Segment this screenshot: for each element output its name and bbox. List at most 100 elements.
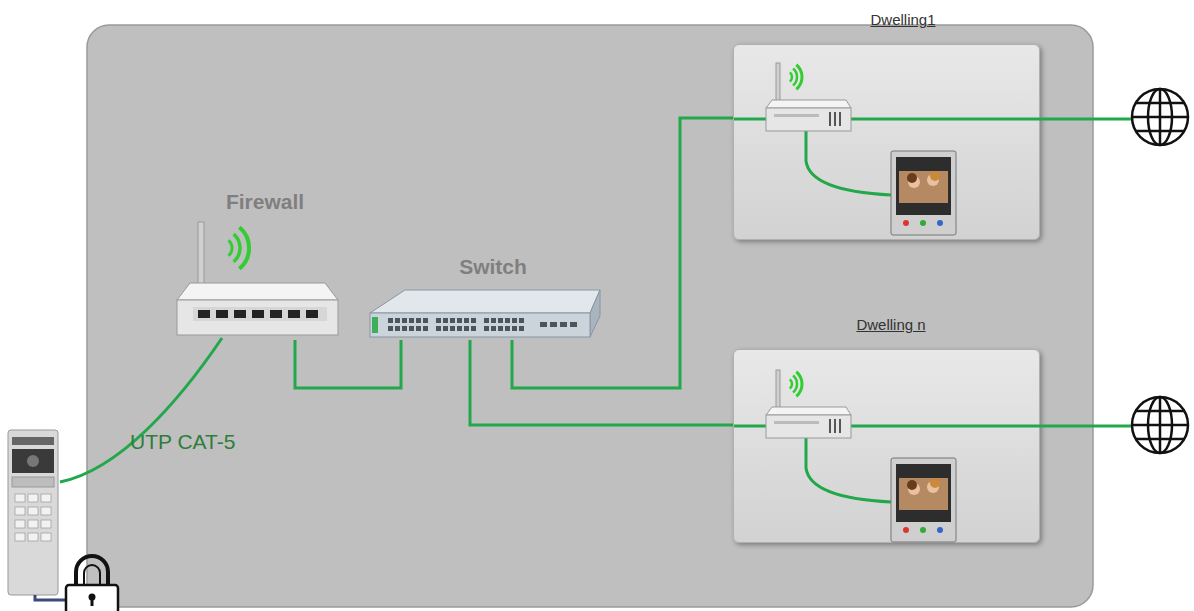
switch-node: Switch — [365, 255, 621, 340]
internet-globe — [1136, 410, 1184, 413]
switch-icon — [484, 318, 489, 323]
switch-icon — [590, 290, 600, 337]
dwelling-box: Dwelling1 — [733, 44, 1040, 240]
dwelling-equipment — [937, 527, 943, 533]
switch-icon — [560, 322, 567, 327]
device-label: Switch — [365, 255, 621, 279]
switch-icon — [443, 326, 448, 331]
dwelling-equipment — [793, 376, 797, 393]
switch-icon — [409, 318, 414, 323]
lock-wire — [35, 595, 66, 600]
firewall-icon — [234, 310, 246, 318]
dwelling-equipment — [734, 45, 1041, 241]
switch-icon — [491, 318, 496, 323]
switch-icon — [370, 290, 600, 337]
switch-icon — [443, 318, 448, 323]
firewall-icon — [270, 310, 282, 318]
firewall-icon — [177, 300, 338, 335]
dwelling-equipment — [774, 421, 819, 424]
dwelling-equipment — [839, 419, 841, 433]
internet-globe — [1132, 397, 1188, 453]
dwelling-equipment — [734, 425, 766, 428]
switch-icon — [471, 326, 476, 331]
internet-globe — [1132, 424, 1188, 427]
firewall-icon — [228, 240, 232, 255]
switch-icon — [388, 318, 393, 323]
switch-icon — [540, 322, 547, 327]
device-label: Firewall — [172, 190, 358, 214]
dwelling-equipment — [766, 415, 851, 438]
firewall-node: Firewall — [172, 190, 358, 340]
network-cable — [512, 118, 733, 388]
lock-icon — [66, 556, 118, 611]
door-station-icon — [12, 477, 54, 487]
dwelling-equipment — [776, 370, 780, 408]
door-station-icon — [12, 437, 54, 445]
switch-icon — [464, 326, 469, 331]
door-station-icon — [15, 494, 25, 502]
firewall-icon — [252, 310, 264, 318]
dwelling-equipment — [834, 419, 836, 433]
switch-icon — [457, 318, 462, 323]
firewall-icon — [288, 310, 300, 318]
firewall-icon — [198, 222, 204, 284]
door-station-icon — [28, 520, 38, 528]
firewall-icon — [198, 310, 210, 318]
switch-icon — [370, 313, 590, 337]
switch-icon — [491, 326, 496, 331]
door-station-icon — [28, 494, 38, 502]
lock-icon — [84, 565, 100, 586]
switch-icon — [457, 326, 462, 331]
lock-icon — [76, 556, 108, 586]
switch-icon — [505, 326, 510, 331]
lock-icon — [91, 598, 94, 606]
switch-icon — [388, 326, 393, 331]
dwelling-heading: Dwelling n — [856, 316, 925, 333]
door-station-icon — [15, 520, 25, 528]
internet-globe — [1136, 438, 1184, 441]
dwelling-equipment — [806, 131, 891, 195]
door-station-icon — [28, 507, 38, 515]
dwelling-equipment — [806, 438, 891, 502]
door-station-icon — [41, 494, 51, 502]
dwelling-equipment — [734, 118, 766, 121]
firewall-icon — [216, 310, 228, 318]
network-cable — [470, 340, 733, 425]
dwelling-box: Dwelling n — [733, 349, 1040, 543]
switch-icon — [395, 318, 400, 323]
dwelling-equipment — [851, 425, 1131, 428]
switch-icon — [388, 318, 577, 331]
switch-icon — [505, 318, 510, 323]
dwelling-equipment — [930, 478, 940, 488]
dwelling-equipment — [930, 171, 940, 181]
dwelling-equipment — [891, 151, 956, 235]
dwelling-equipment — [734, 350, 1041, 544]
internet-globe — [1136, 130, 1184, 133]
door-station-icon — [8, 430, 58, 595]
switch-icon — [372, 317, 378, 333]
dwelling-equipment — [896, 157, 951, 215]
dwelling-equipment — [851, 118, 1131, 121]
dwelling-equipment — [834, 112, 836, 126]
dwelling-equipment — [796, 372, 802, 397]
dwelling-equipment — [896, 464, 951, 522]
dwelling-equipment — [766, 108, 851, 131]
internet-globe — [1132, 397, 1188, 453]
door-station-icon — [28, 533, 38, 541]
door-station-icon — [41, 507, 51, 515]
switch-icon — [416, 318, 421, 323]
door-station-icon — [41, 520, 51, 528]
dwelling-equipment — [790, 72, 792, 81]
dwelling-equipment — [793, 69, 797, 86]
switch-icon — [395, 326, 400, 331]
internet-globe — [1132, 89, 1188, 145]
dwelling-equipment — [829, 112, 831, 126]
switch-icon — [464, 318, 469, 323]
dwelling-equipment — [766, 100, 851, 108]
firewall-icon — [234, 234, 240, 262]
firewall-icon — [306, 310, 318, 318]
switch-icon — [416, 326, 421, 331]
cable-label: UTP CAT-5 — [130, 430, 235, 454]
switch-icon — [370, 290, 600, 313]
